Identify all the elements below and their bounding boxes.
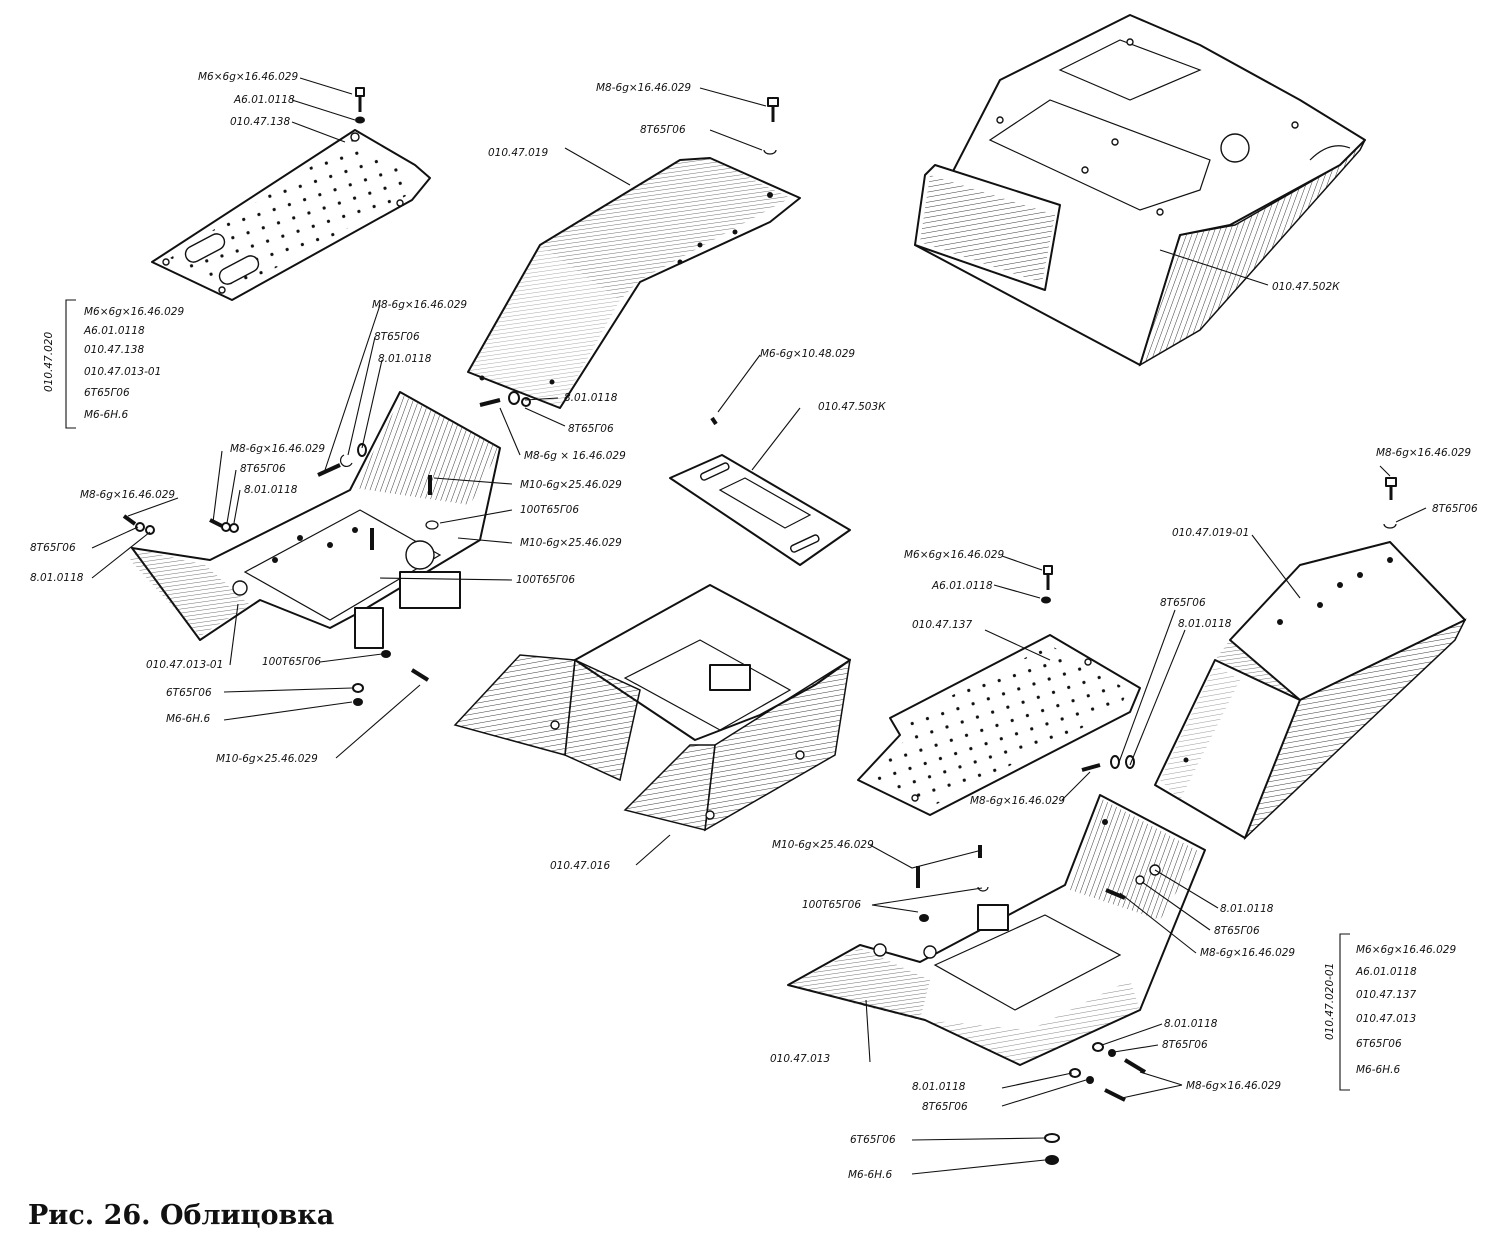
label-16: М8-6g×16.46.029 [230, 443, 325, 455]
fender-010-47-019-01 [1154, 541, 1467, 841]
cover-010-47-502k [914, 14, 1366, 367]
kit-right-item: 6Т65Г06 [1356, 1038, 1402, 1050]
label-32: М8-6g×16.46.029 [1376, 447, 1471, 459]
bolt-m8-right-top [1383, 477, 1397, 529]
label-18: 8.01.0118 [244, 484, 298, 496]
label-51: М8-6g×16.46.029 [1186, 1080, 1281, 1092]
label-21: М10-6g×25.46.029 [520, 537, 622, 549]
kit-right-item: М6×6g×16.46.029 [1356, 944, 1456, 956]
kit-list-left: 010.47.020 М6×6g×16.46.029 А6.01.0118 01… [43, 306, 184, 421]
kit-right-item: 010.47.137 [1356, 989, 1416, 1001]
label-47: 8.01.0118 [1164, 1018, 1218, 1030]
label-17: 8Т65Г06 [240, 463, 286, 475]
label-49: 8.01.0118 [912, 1081, 966, 1093]
label-45: М8-6g×16.46.029 [1200, 947, 1295, 959]
label-30: М10-6g×25.46.029 [216, 753, 318, 765]
label-41: М10-6g×25.46.029 [772, 839, 874, 851]
label-42: 100Т65Г06 [802, 899, 861, 911]
label-2: А6.01.0118 [233, 94, 295, 106]
label-43: 8.01.0118 [1220, 903, 1274, 915]
kit-list-right: 010.47.020-01 М6×6g×16.46.029 А6.01.0118… [1324, 944, 1456, 1076]
label-14: М6-6g×10.48.029 [760, 348, 855, 360]
bolt-m6-right [1041, 565, 1053, 604]
label-5: 8Т65Г06 [640, 124, 686, 136]
label-4: М8-6g×16.46.029 [596, 82, 691, 94]
label-19: М10-6g×25.46.029 [520, 479, 622, 491]
label-50: 8Т65Г06 [922, 1101, 968, 1113]
fasteners-right-plate [1081, 755, 1135, 772]
label-10: 8.01.0118 [378, 353, 432, 365]
label-37: 010.47.137 [912, 619, 972, 631]
plate-010-47-138 [151, 129, 431, 301]
label-20: 100Т65Г06 [520, 504, 579, 516]
label-7: 010.47.502К [1272, 281, 1340, 293]
kit-left-item: 6Т65Г06 [84, 387, 130, 399]
label-38: 8Т65Г06 [1160, 597, 1206, 609]
label-39: 8.01.0118 [1178, 618, 1232, 630]
label-27: 100Т65Г06 [262, 656, 321, 668]
label-23: М8-6g×16.46.029 [80, 489, 175, 501]
label-12: 8Т65Г06 [568, 423, 614, 435]
small-fasteners-left [122, 391, 718, 706]
fender-010-47-019 [467, 157, 801, 409]
kit-left-code: 010.47.020 [43, 332, 55, 392]
label-44: 8Т65Г06 [1214, 925, 1260, 937]
label-33: 8Т65Г06 [1432, 503, 1478, 515]
label-28: 6Т65Г06 [166, 687, 212, 699]
plate-010-47-503k [669, 454, 851, 566]
label-52: 6Т65Г06 [850, 1134, 896, 1146]
kit-left-item: М6-6Н.6 [84, 409, 128, 421]
label-26: 010.47.013-01 [146, 659, 223, 671]
kit-right-item: А6.01.0118 [1355, 966, 1417, 978]
label-6: 010.47.019 [488, 147, 548, 159]
label-48: 8Т65Г06 [1162, 1039, 1208, 1051]
label-35: М6×6g×16.46.029 [904, 549, 1004, 561]
label-24: 8Т65Г06 [30, 542, 76, 554]
floor-panel-010-47-013 [787, 794, 1206, 1066]
label-15: 010.47.503К [818, 401, 886, 413]
label-3: 010.47.138 [230, 116, 290, 128]
kit-left-item: А6.01.0118 [83, 325, 145, 337]
label-53: М6-6Н.6 [848, 1169, 892, 1181]
fasteners-right-bottom [916, 845, 1147, 1165]
label-22: 100Т65Г06 [516, 574, 575, 586]
tunnel-010-47-016 [453, 584, 851, 832]
bolt-m8-top-center [763, 97, 779, 155]
kit-right-code: 010.47.020-01 [1324, 963, 1336, 1040]
label-29: М6-6Н.6 [166, 713, 210, 725]
label-8: М8-6g×16.46.029 [372, 299, 467, 311]
label-31: 010.47.016 [550, 860, 610, 872]
label-36: А6.01.0118 [931, 580, 993, 592]
plate-010-47-137 [857, 634, 1141, 816]
label-25: 8.01.0118 [30, 572, 84, 584]
leader-lines [65, 77, 1427, 1175]
label-46: 010.47.013 [770, 1053, 830, 1065]
label-11: 8.01.0118 [564, 392, 618, 404]
kit-left-item: 010.47.013-01 [84, 366, 161, 378]
label-40: М8-6g×16.46.029 [970, 795, 1065, 807]
kit-left-item: М6×6g×16.46.029 [84, 306, 184, 318]
kit-right-item: 010.47.013 [1356, 1013, 1416, 1025]
figure-caption: Рис. 26. Облицовка [28, 1200, 335, 1231]
label-9: 8Т65Г06 [374, 331, 420, 343]
callout-labels: М6×6g×16.46.029 А6.01.0118 010.47.138 М8… [30, 71, 1478, 1181]
kit-left-item: 010.47.138 [84, 344, 144, 356]
label-1: М6×6g×16.46.029 [198, 71, 298, 83]
label-13: М8-6g × 16.46.029 [524, 450, 626, 462]
floor-panel-010-47-013-01 [130, 391, 501, 649]
bolt-m6-top [355, 87, 365, 124]
kit-right-item: М6-6Н.6 [1356, 1064, 1400, 1076]
label-34: 010.47.019-01 [1172, 527, 1249, 539]
